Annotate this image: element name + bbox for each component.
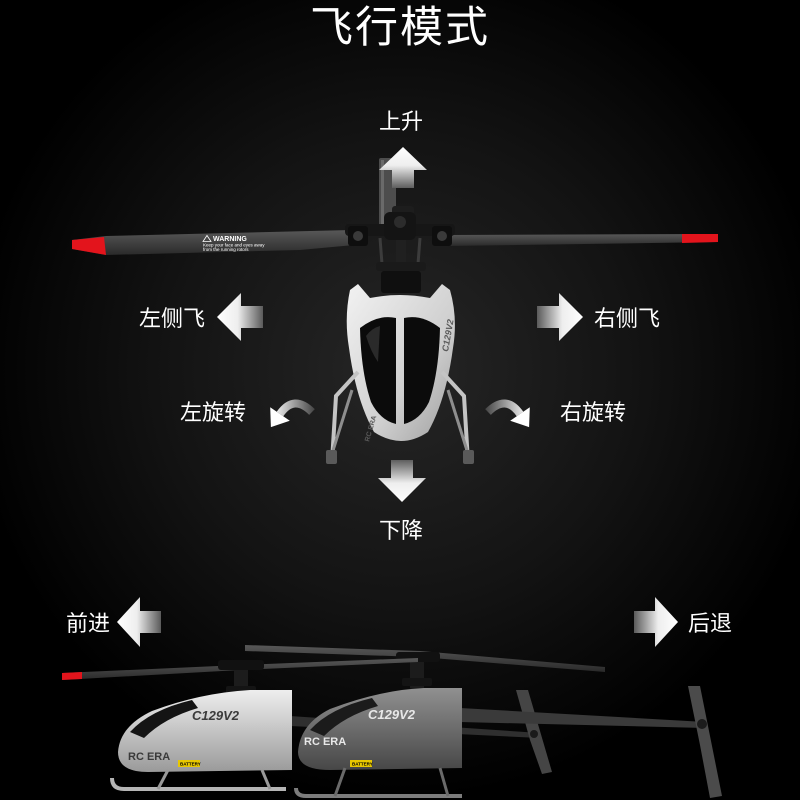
strafe-left-arrow-icon <box>217 293 263 341</box>
blade-warning-line-2: from the running rotors <box>203 247 249 252</box>
label-rotate-left: 左旋转 <box>180 401 246 426</box>
skid-b <box>294 787 462 798</box>
forward-arrow-icon <box>117 597 161 647</box>
label-ascend: 上升 <box>379 110 423 135</box>
label-strafe-right: 右侧飞 <box>594 307 660 332</box>
rotor-tip-right <box>682 234 718 243</box>
blade-warning-line-1: Keep your face and eyes away <box>203 243 265 248</box>
windshield-reflection <box>366 326 380 362</box>
skid-brace-left <box>328 389 354 461</box>
rotate-left-icon <box>270 399 315 428</box>
backward-arrow-icon <box>634 597 678 647</box>
skid-foot-right <box>463 450 474 464</box>
label-strafe-left: 左侧飞 <box>139 307 205 332</box>
skid-foot-left <box>326 450 337 464</box>
rotor-tip-a <box>62 672 82 680</box>
helicopter-side-b: RC ERA C129V2 BATTERY <box>245 645 722 798</box>
servo-block <box>381 271 421 293</box>
swashplate-b <box>402 678 432 686</box>
tail-fin-b <box>688 686 722 798</box>
pitch-link-right <box>416 237 422 265</box>
page-title: 飞行模式 <box>310 3 490 53</box>
pitch-link-left <box>378 237 384 265</box>
body-b <box>298 688 462 770</box>
rotor-head-a <box>218 660 264 670</box>
skid-a <box>110 777 286 791</box>
blade-warning-title: WARNING <box>213 236 247 243</box>
label-descend: 下降 <box>379 519 423 544</box>
window-b <box>310 698 378 736</box>
battery-label-b <box>350 760 372 767</box>
tail-fin-highlight <box>381 160 384 224</box>
brand-decal-b: RC ERA <box>304 736 346 748</box>
rotor-head <box>345 212 455 293</box>
helicopter-side-a: RC ERA C129V2 BATTERY <box>62 658 418 791</box>
ascend-arrow-icon <box>379 147 427 188</box>
tail-rotor-b <box>697 719 707 729</box>
skid-strut-a-front <box>156 769 170 790</box>
swashplate <box>376 262 426 271</box>
main-rotor-blade-b <box>245 645 605 672</box>
battery-text-a: BATTERY <box>180 762 201 767</box>
strafe-right-arrow-icon <box>537 293 583 341</box>
rotate-right-head <box>510 407 530 428</box>
skid-strut-b-rear <box>438 767 450 797</box>
model-decal-a: C129V2 <box>192 708 240 723</box>
skid-strut-left <box>330 370 360 463</box>
battery-text-b: BATTERY <box>352 762 373 767</box>
grip-bolt-left <box>353 231 363 241</box>
rotate-left-arc <box>276 399 315 417</box>
windshield-right <box>404 317 440 424</box>
helicopter-front-view: WARNING Keep your face and eyes away fro… <box>72 158 718 464</box>
skid-strut-a-rear <box>260 769 272 790</box>
tail-boom-b <box>460 708 705 728</box>
label-rotate-right: 右旋转 <box>560 401 626 426</box>
main-rotor-blade-left <box>72 230 354 255</box>
tail-rotor-a <box>530 730 538 738</box>
skid-brace-right <box>446 389 472 461</box>
battery-label-a <box>178 760 200 767</box>
model-decal-b: C129V2 <box>368 707 416 722</box>
rotate-right-icon <box>485 399 530 428</box>
descend-arrow-icon <box>378 460 426 502</box>
rotate-right-arc <box>485 399 524 417</box>
grip-bolt-right <box>437 231 447 241</box>
main-rotor-blade-right <box>448 234 718 246</box>
rotate-left-head <box>270 407 290 428</box>
rotor-tip-left <box>72 237 106 255</box>
skid-strut-b-front <box>333 767 347 797</box>
rotor-hub-cap <box>394 216 406 228</box>
window-a <box>130 700 198 738</box>
label-forward: 前进 <box>66 612 110 637</box>
skid-strut-right <box>440 370 470 463</box>
label-backward: 后退 <box>688 612 732 637</box>
warning-triangle-icon <box>202 234 212 242</box>
brand-decal-a: RC ERA <box>128 751 170 763</box>
